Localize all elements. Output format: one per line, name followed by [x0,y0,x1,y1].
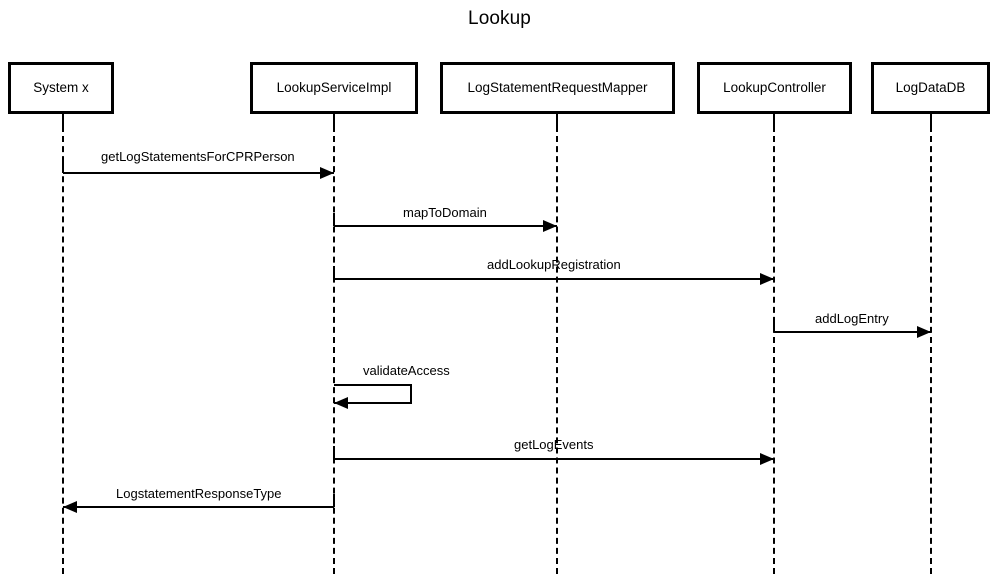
message-line-msg-2 [334,225,557,227]
message-origin-tick [333,213,335,226]
message-line-msg-6 [334,458,774,460]
message-line-msg-1 [63,172,334,174]
message-label-msg-5: validateAccess [363,363,450,378]
lifeline-system-x [62,126,64,574]
participant-box-log-statement-request-mapper[interactable]: LogStatementRequestMapper [440,62,675,114]
arrowhead-right-icon [760,273,774,285]
message-origin-tick [773,319,775,332]
participant-label: System x [33,80,89,96]
message-label-msg-1: getLogStatementsForCPRPerson [101,149,295,164]
participant-label: LookupController [723,80,826,96]
message-label-msg-4: addLogEntry [815,311,889,326]
participant-label: LookupServiceImpl [276,80,392,96]
lifeline-head-log-data-db [930,114,932,128]
lifeline-head-lookup-service-impl [333,114,335,128]
participant-box-system-x[interactable]: System x [8,62,114,114]
participant-box-log-data-db[interactable]: LogDataDB [871,62,990,114]
message-line-msg-3 [334,278,774,280]
self-call-frame-msg-5 [334,384,412,404]
message-label-msg-2: mapToDomain [403,205,487,220]
lifeline-head-lookup-controller [773,114,775,128]
arrowhead-right-icon [760,453,774,465]
arrowhead-left-icon [63,501,77,513]
lifeline-lookup-controller [773,126,775,574]
message-origin-tick [333,446,335,459]
participant-box-lookup-service-impl[interactable]: LookupServiceImpl [250,62,418,114]
message-origin-tick [333,494,335,507]
message-label-msg-6: getLogEvents [514,437,594,452]
arrowhead-right-icon [320,167,334,179]
lifeline-head-log-statement-request-mapper [556,114,558,128]
lifeline-log-statement-request-mapper [556,126,558,574]
participant-box-lookup-controller[interactable]: LookupController [697,62,852,114]
participant-label: LogStatementRequestMapper [467,80,648,96]
message-line-msg-7 [63,506,334,508]
participant-label: LogDataDB [895,80,966,96]
message-label-msg-7: LogstatementResponseType [116,486,282,501]
arrowhead-left-icon [334,397,348,409]
lifeline-head-system-x [62,114,64,128]
message-label-msg-3: addLookupRegistration [487,257,621,272]
arrowhead-right-icon [543,220,557,232]
message-origin-tick [62,160,64,173]
lifeline-log-data-db [930,126,932,574]
arrowhead-right-icon [917,326,931,338]
message-origin-tick [333,266,335,279]
diagram-title: Lookup [468,8,531,29]
message-line-msg-4 [774,331,931,333]
lifeline-lookup-service-impl [333,126,335,574]
